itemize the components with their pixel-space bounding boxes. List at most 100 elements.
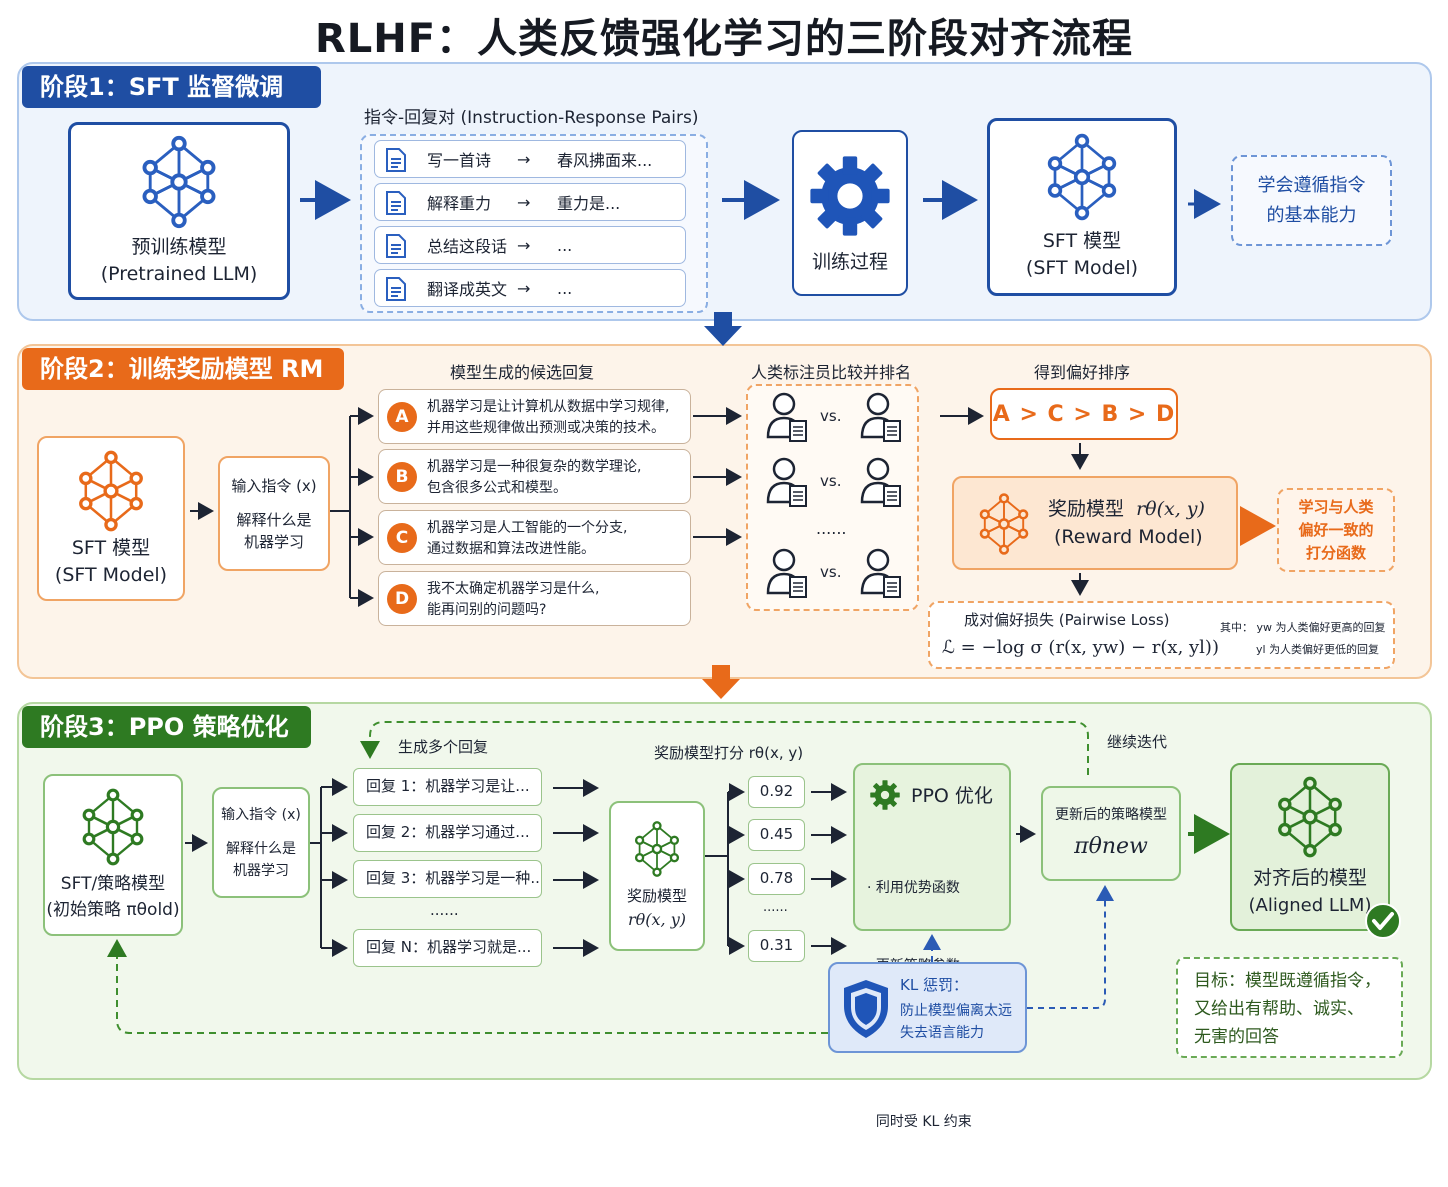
pair-arrow: → <box>517 149 531 169</box>
ppo-box: PPO 优化 · 利用优势函数 · 更新策略参数 · 最大化期望奖励 同时受 K… <box>853 763 1011 1130</box>
score-dots: ...... <box>763 900 788 915</box>
candidate-line: 能再问别的问题吗? <box>427 602 547 618</box>
gen-title: 生成多个回复 <box>398 738 489 756</box>
policy-sub: (初始策略 πθold) <box>46 900 180 920</box>
goal-line: 无害的回答 <box>1194 1027 1279 1047</box>
rm-name: 奖励模型 <box>1048 498 1125 520</box>
pair-answer: 春风拂面来... <box>557 151 653 170</box>
stage3-title: 阶段3：PPO 策略优化 <box>22 706 311 748</box>
annotator-icon <box>766 548 807 598</box>
check-circle-icon <box>1365 903 1401 939</box>
kl-line: 失去语言能力 <box>900 1025 984 1041</box>
input-line: 机器学习 <box>233 862 289 879</box>
pair-answer: ... <box>557 235 573 255</box>
candidate-line: 包含很多公式和模型。 <box>427 480 567 496</box>
pretrained-name: 预训练模型 <box>131 236 227 258</box>
goal-box: 目标：模型既遵循指令， 又给出有帮助、诚实、 无害的回答 <box>1176 957 1403 1058</box>
stage2-sft-name: SFT 模型 <box>71 536 151 559</box>
candidate-badge: A <box>387 402 417 432</box>
policy-model-box: SFT/策略模型 (初始策略 πθold) <box>43 774 183 936</box>
vs-label: vs. <box>820 407 842 425</box>
gear-icon <box>810 155 890 236</box>
neural-network-icon <box>979 493 1029 555</box>
loss-note-prefix: 其中： <box>1220 621 1253 634</box>
annotator-icon <box>860 457 901 507</box>
candidates-title: 模型生成的候选回复 <box>450 363 595 382</box>
sft-en: (SFT Model) <box>1025 257 1139 279</box>
ppo-item: · 利用优势函数 <box>867 880 960 896</box>
response-item: 回复 3：机器学习是一种... <box>353 860 542 898</box>
neural-network-icon <box>79 450 143 531</box>
neural-network-icon <box>634 821 680 877</box>
pair-question: 翻译成英文 <box>427 280 508 299</box>
aligned-name: 对齐后的模型 <box>1252 867 1367 889</box>
response-item: 回复 N：机器学习就是... <box>353 929 542 967</box>
updated-label: 更新后的策略模型 <box>1055 806 1167 823</box>
score-value: 0.92 <box>748 776 805 808</box>
stage2-sft-box: SFT 模型 (SFT Model) <box>37 436 185 601</box>
candidate-line: 我不太确定机器学习是什么, <box>427 581 600 597</box>
candidate-line: 并用这些规律做出预测或决策的技术。 <box>427 420 665 436</box>
pairwise-loss-box: 成对偏好损失 (Pairwise Loss) ℒ = −log σ (r(x, … <box>928 601 1395 669</box>
goal-line: 目标：模型既遵循指令， <box>1194 971 1381 991</box>
rm-result-line: 学习与人类 <box>1298 497 1374 516</box>
score-value: 0.31 <box>748 930 805 962</box>
pairs-title: 指令-回复对 (Instruction-Response Pairs) <box>364 108 699 128</box>
neural-network-icon <box>1278 776 1342 858</box>
arrow-stage1-to-stage2 <box>704 312 742 346</box>
policy-name: SFT/策略模型 <box>60 874 166 894</box>
annotator-compare-row: vs. <box>766 456 906 508</box>
candidate-badge: D <box>387 584 417 614</box>
rm-formula: rθ(x, y) <box>1136 498 1205 520</box>
return-loop-line <box>107 939 828 1034</box>
input-label: 输入指令 (x) <box>221 806 301 823</box>
rm-result-box: 学习与人类 偏好一致的 打分函数 <box>1277 488 1395 572</box>
pair-row: 解释重力 → 重力是... <box>374 183 686 221</box>
candidate-a: A 机器学习是让计算机从数据中学习规律,并用这些规律做出预测或决策的技术。 <box>378 389 691 444</box>
document-icon <box>386 191 406 215</box>
reward-model-box: 奖励模型 rθ(x, y) (Reward Model) <box>952 476 1238 570</box>
annotator-compare-row: vs. <box>766 391 906 443</box>
ranking-box: A > C > B > D <box>990 388 1178 440</box>
ppo-title: PPO 优化 <box>911 785 993 807</box>
pair-arrow: → <box>517 192 531 212</box>
goal-line: 又给出有帮助、诚实、 <box>1194 999 1364 1019</box>
score-value: 0.78 <box>748 863 805 895</box>
candidate-d: D 我不太确定机器学习是什么, 能再问别的问题吗? <box>378 571 691 626</box>
loss-title: 成对偏好损失 (Pairwise Loss) <box>964 611 1170 629</box>
pair-answer: ... <box>557 278 573 298</box>
annotators-title: 人类标注员比较并排名 <box>751 363 912 382</box>
stage2-input-box: 输入指令 (x) 解释什么是 机器学习 <box>218 456 330 571</box>
updated-formula: πθnew <box>1074 833 1148 859</box>
pair-row: 翻译成英文 → ... <box>374 269 686 307</box>
stage2-title: 阶段2：训练奖励模型 RM <box>22 348 344 390</box>
score-title: 奖励模型打分 rθ(x, y) <box>654 744 804 762</box>
iterate-label: 继续迭代 <box>1107 733 1168 751</box>
candidate-c: C 机器学习是人工智能的一个分支,通过数据和算法改进性能。 <box>378 510 691 565</box>
page-title: RLHF：人类反馈强化学习的三阶段对齐流程 <box>314 16 1134 62</box>
result-line: 学会遵循指令 <box>1257 174 1366 196</box>
candidate-line: 机器学习是一种很复杂的数学理论, <box>427 459 642 475</box>
pair-answer: 重力是... <box>557 194 621 213</box>
annotator-icon <box>860 548 901 598</box>
ranking-text: A > C > B > D <box>992 401 1176 427</box>
stage1-result-box: 学会遵循指令 的基本能力 <box>1231 155 1392 246</box>
shield-icon <box>844 980 888 1038</box>
kl-line: 防止模型偏离太远 <box>900 1003 1012 1019</box>
candidate-line: 通过数据和算法改进性能。 <box>427 541 595 557</box>
annotator-icon <box>860 392 901 442</box>
response-item: 回复 2：机器学习通过... <box>353 814 542 852</box>
annotator-compare-row: vs. <box>766 547 906 599</box>
pair-arrow: → <box>517 278 531 298</box>
document-icon <box>386 234 406 258</box>
document-icon <box>386 277 406 301</box>
loss-note: yw 为人类偏好更高的回复 <box>1256 621 1386 634</box>
response-item: 回复 1：机器学习是让... <box>353 768 542 806</box>
training-label: 训练过程 <box>811 250 888 273</box>
iterate-loop-line <box>360 721 1089 775</box>
kl-title: KL 惩罚： <box>900 976 968 994</box>
sft-model-box: SFT 模型 (SFT Model) <box>987 118 1177 296</box>
annotator-icon <box>766 457 807 507</box>
neural-network-icon <box>1047 133 1117 221</box>
updated-policy-box: 更新后的策略模型 πθnew <box>1041 786 1181 881</box>
